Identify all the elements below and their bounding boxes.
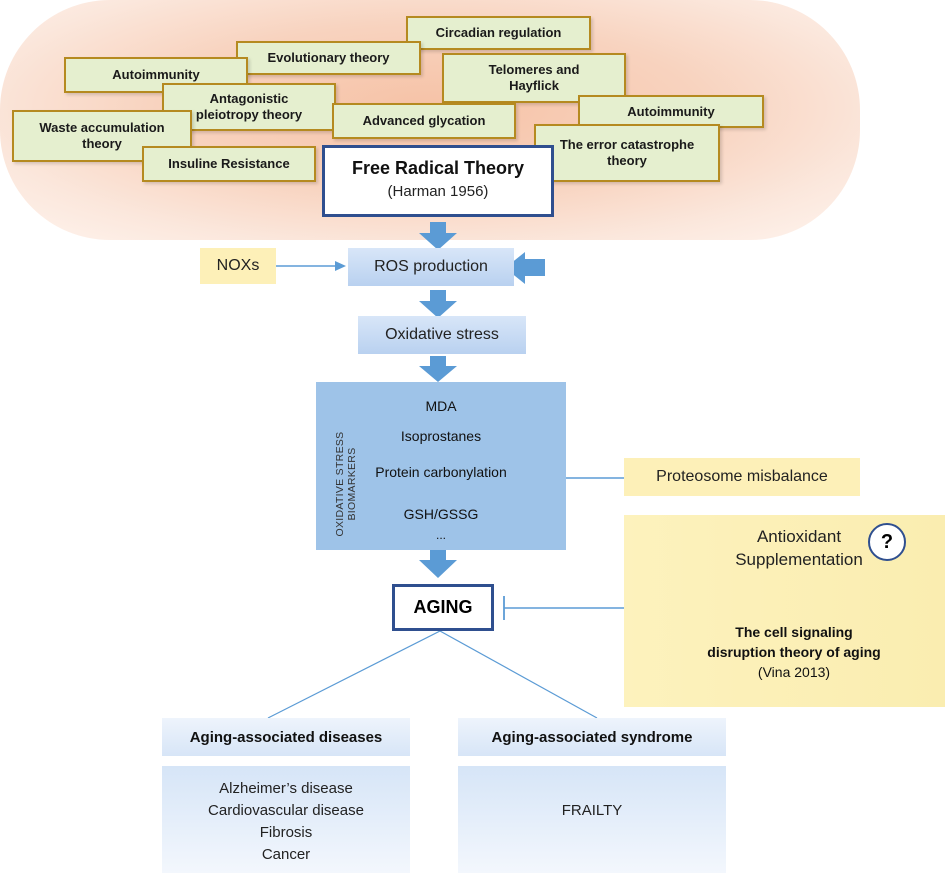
arrow-oxstress-to-biomarkers	[419, 356, 457, 382]
oxidative-stress-box: Oxidative stress	[358, 316, 526, 354]
biomarker-item: Protein carbonylation	[375, 464, 507, 480]
arrow-ros-to-oxstress	[419, 290, 457, 318]
theory-autoimmunity-left: Autoimmunity	[64, 57, 248, 93]
question-icon: ?	[868, 523, 906, 561]
biomarkers-box: OXIDATIVE STRESS BIOMARKERS MDA Isoprost…	[316, 382, 566, 550]
free-radical-citation: (Harman 1956)	[387, 183, 489, 200]
biomarker-item: ...	[435, 528, 446, 542]
syndrome-list: FRAILTY	[458, 766, 726, 873]
diseases-list: Alzheimer’s disease Cardiovascular disea…	[162, 766, 410, 873]
antioxidant-box: Antioxidant Supplementation ? The cell s…	[624, 515, 945, 707]
proteosome-box: Proteosome misbalance	[624, 458, 860, 496]
arrow-biomarkers-to-aging	[419, 549, 457, 578]
syndrome-item: FRAILTY	[561, 802, 623, 819]
disease-item: Alzheimer’s disease	[219, 780, 353, 797]
ros-production-box: ROS production	[348, 248, 514, 286]
free-radical-theory-box: Free Radical Theory (Harman 1956)	[322, 145, 554, 217]
disease-item: Cancer	[261, 846, 311, 863]
disease-item: Fibrosis	[259, 824, 313, 841]
biomarker-item: MDA	[425, 398, 457, 414]
disease-item: Cardiovascular disease	[208, 802, 364, 819]
arrow-nox-to-ros	[335, 261, 346, 271]
supplementation-label: Antioxidant Supplementation	[735, 527, 863, 569]
syndrome-header: Aging-associated syndrome	[458, 718, 726, 756]
branch-diseases	[267, 630, 441, 719]
theory-insuline: Insuline Resistance	[142, 146, 316, 182]
signaling-theory: The cell signaling disruption theory of …	[707, 624, 881, 680]
free-radical-title: Free Radical Theory	[351, 158, 525, 178]
biomarker-item: GSH/GSSG	[403, 506, 479, 522]
theory-telomeres: Telomeres and Hayflick	[442, 53, 626, 103]
arrow-frt-to-ros	[419, 222, 457, 250]
branch-syndrome	[439, 630, 598, 719]
theory-error-catastrophe: The error catastrophe theory	[534, 124, 720, 182]
theory-evolutionary: Evolutionary theory	[236, 41, 421, 75]
aging-box: AGING	[392, 584, 494, 631]
theory-circadian: Circadian regulation	[406, 16, 591, 50]
arrow-side-to-ros	[505, 252, 545, 284]
diseases-header: Aging-associated diseases	[162, 718, 410, 756]
nox-box: NOXs	[200, 248, 276, 284]
theory-autoimmunity-right: Autoimmunity	[578, 95, 764, 128]
biomarker-item: Isoprostanes	[400, 428, 482, 444]
theory-glycation: Advanced glycation	[332, 103, 516, 139]
